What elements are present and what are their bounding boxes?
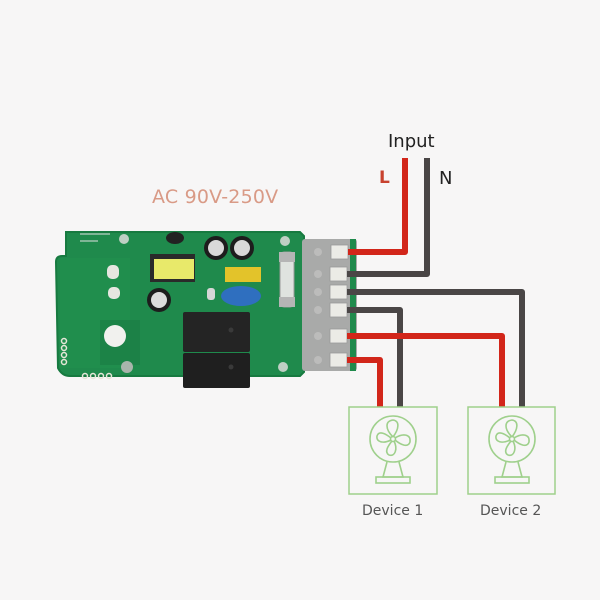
voltage-label: AC 90V-250V bbox=[152, 186, 279, 208]
device-1 bbox=[348, 406, 438, 495]
relay-board bbox=[54, 231, 305, 388]
input-label: Input bbox=[388, 131, 435, 152]
device-1-label: Device 1 bbox=[362, 503, 424, 519]
device2-neutral-wire bbox=[347, 289, 525, 410]
terminal-block bbox=[302, 239, 357, 371]
device-2 bbox=[467, 406, 556, 495]
device1-live-wire bbox=[347, 357, 383, 410]
neutral-label: N bbox=[439, 168, 453, 189]
wires bbox=[347, 158, 525, 410]
device2-live-wire bbox=[347, 333, 505, 410]
live-label: L bbox=[379, 168, 390, 188]
device1-neutral-wire bbox=[347, 307, 403, 410]
fan-icon bbox=[488, 415, 536, 484]
fan-icon bbox=[369, 415, 417, 484]
neutral-input-wire bbox=[347, 158, 430, 277]
live-input-wire bbox=[348, 158, 408, 255]
device-2-label: Device 2 bbox=[480, 503, 542, 519]
